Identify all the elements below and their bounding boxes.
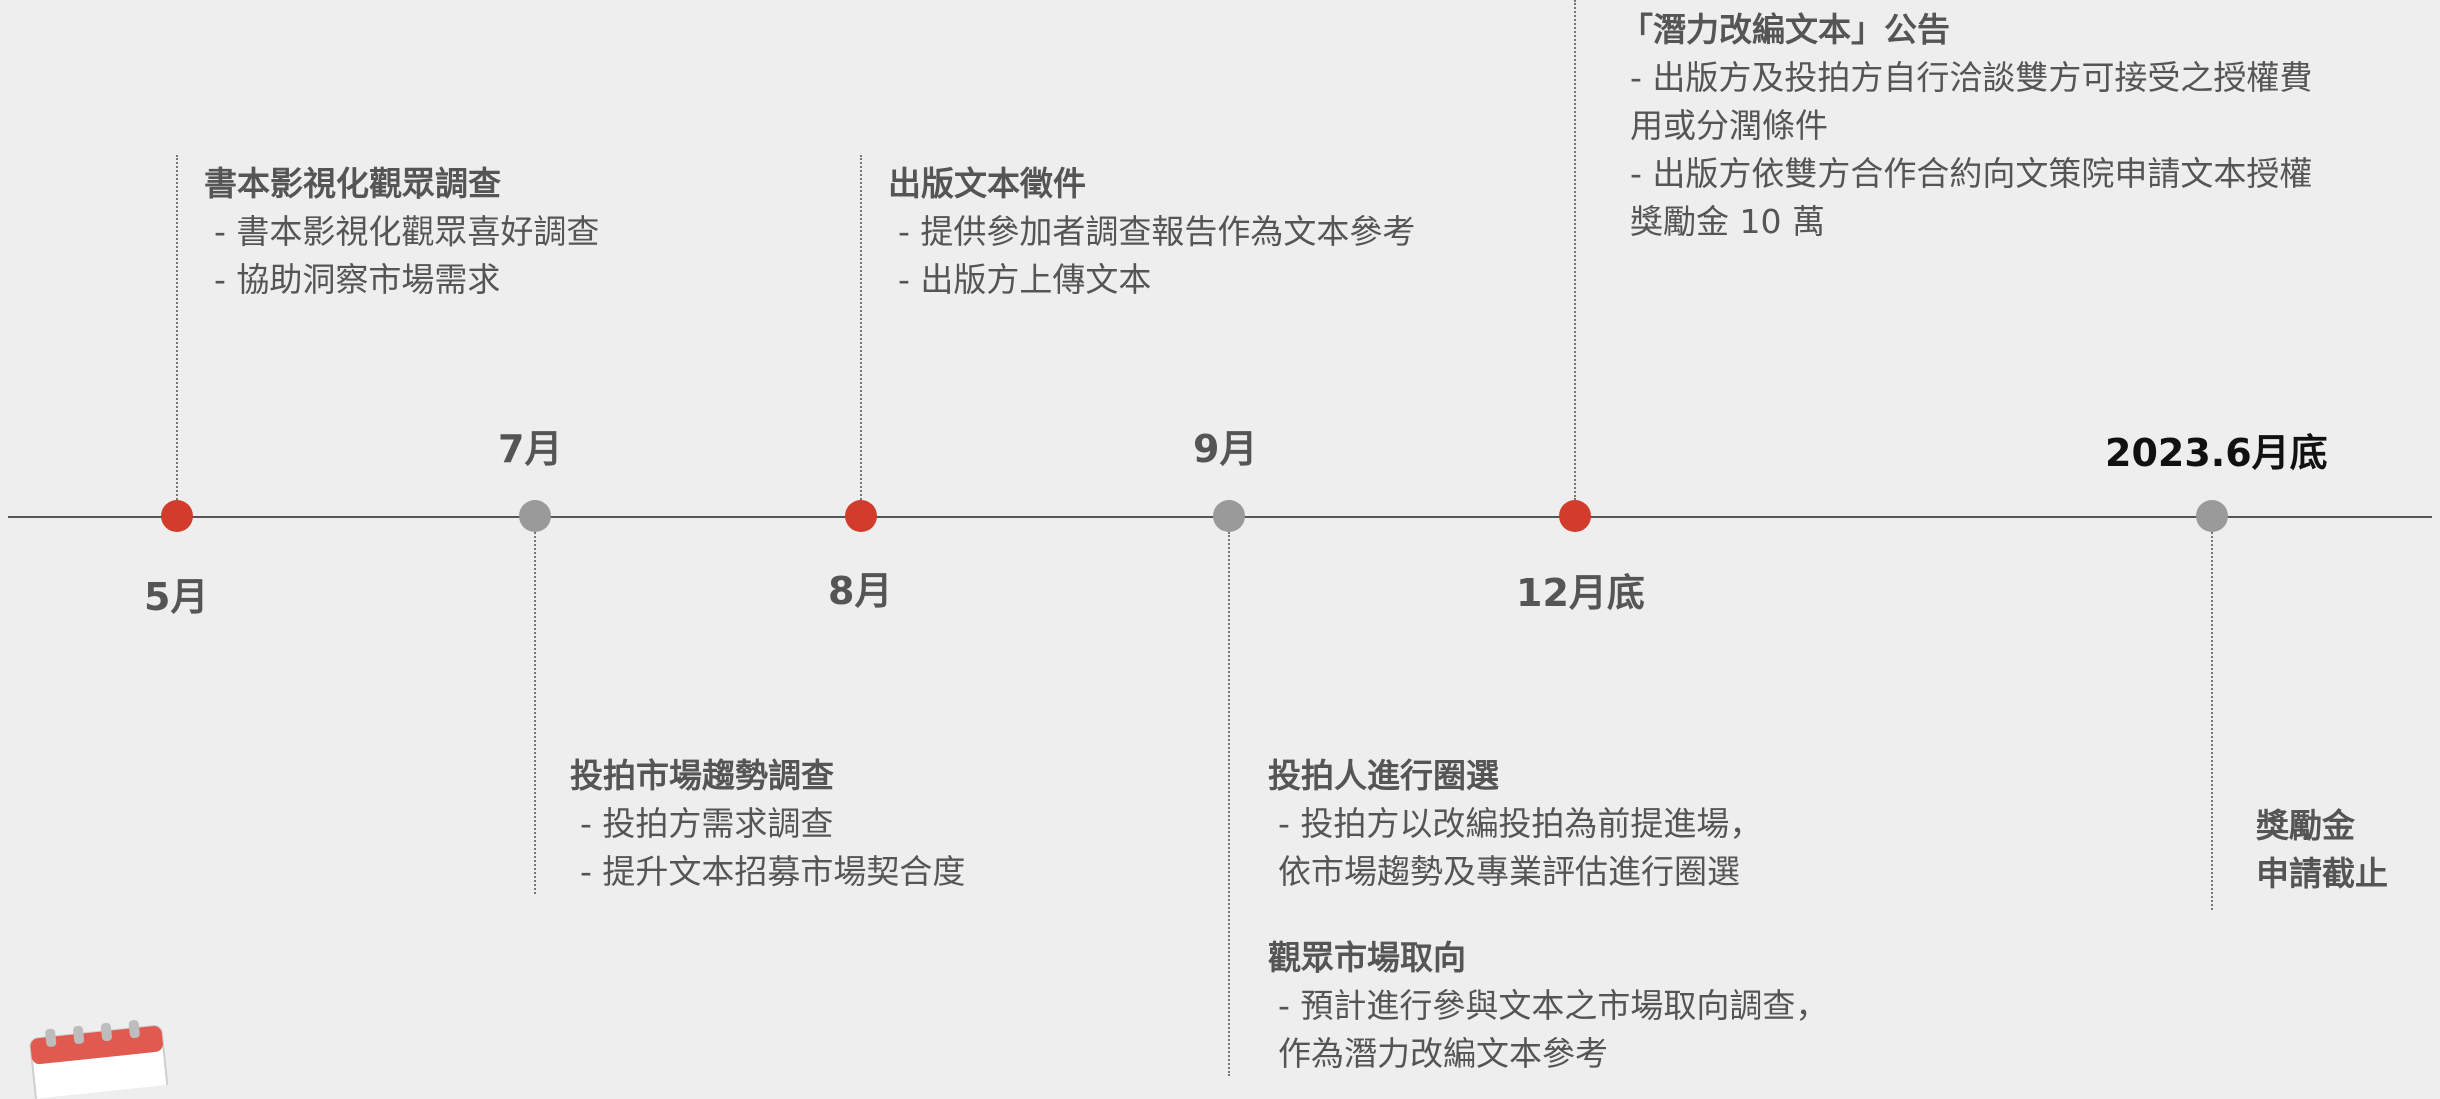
event-may: 書本影視化觀眾調查 - 書本影視化觀眾喜好調查 - 協助洞察市場需求 xyxy=(204,160,599,304)
event-title: 獎勵金 xyxy=(2256,806,2355,845)
event-title: 書本影視化觀眾調查 xyxy=(204,164,501,203)
connector-deadline xyxy=(2211,532,2213,910)
event-title: 出版文本徵件 xyxy=(888,164,1086,203)
marker-sep xyxy=(1213,500,1245,532)
event-dec: 「潛力改編文本」公告 - 出版方及投拍方自行洽談雙方可接受之授權費 用或分潤條件… xyxy=(1620,6,2312,246)
calendar-icon xyxy=(29,1019,169,1099)
connector-jul xyxy=(534,532,536,894)
event-item: - 提升文本招募市場契合度 xyxy=(580,852,966,891)
event-item: - 提供參加者調查報告作為文本參考 xyxy=(898,212,1416,251)
marker-aug xyxy=(845,500,877,532)
connector-may xyxy=(176,155,178,500)
month-label-sep: 9月 xyxy=(1193,427,1258,471)
event-deadline: 獎勵金 申請截止 xyxy=(2256,802,2388,898)
marker-may xyxy=(161,500,193,532)
connector-dec xyxy=(1574,0,1576,500)
marker-dec xyxy=(1559,500,1591,532)
event-title: 觀眾市場取向 xyxy=(1268,938,1466,977)
marker-deadline xyxy=(2196,500,2228,532)
event-item: - 協助洞察市場需求 xyxy=(214,260,501,299)
month-label-dec: 12月底 xyxy=(1516,571,1645,615)
event-item: - 預計進行參與文本之市場取向調查， xyxy=(1278,986,1829,1025)
month-label-aug: 8月 xyxy=(828,569,893,613)
event-item: - 書本影視化觀眾喜好調查 xyxy=(214,212,600,251)
connector-sep xyxy=(1228,532,1230,1076)
event-title: 申請截止 xyxy=(2256,854,2388,893)
month-label-may: 5月 xyxy=(144,575,209,619)
event-item: - 投拍方需求調查 xyxy=(580,804,834,843)
event-item-continued: 作為潛力改編文本參考 xyxy=(1278,1034,1608,1073)
event-item-continued: 獎勵金 10 萬 xyxy=(1630,202,1825,241)
event-item: - 出版方上傳文本 xyxy=(898,260,1152,299)
event-item: - 出版方依雙方合作合約向文策院申請文本授權 xyxy=(1630,154,2313,193)
event-jul: 投拍市場趨勢調查 - 投拍方需求調查 - 提升文本招募市場契合度 xyxy=(570,752,965,896)
connector-aug xyxy=(860,155,862,500)
month-label-deadline: 2023.6月底 xyxy=(2105,431,2328,475)
event-title: 投拍人進行圈選 xyxy=(1268,756,1499,795)
marker-jul xyxy=(519,500,551,532)
month-label-jul: 7月 xyxy=(498,427,563,471)
event-item: - 出版方及投拍方自行洽談雙方可接受之授權費 xyxy=(1630,58,2313,97)
event-sep: 投拍人進行圈選 - 投拍方以改編投拍為前提進場， 依市場趨勢及專業評估進行圈選 … xyxy=(1268,752,1828,1078)
event-title: 「潛力改編文本」公告 xyxy=(1620,10,1950,49)
event-item-continued: 依市場趨勢及專業評估進行圈選 xyxy=(1278,852,1740,891)
event-item: - 投拍方以改編投拍為前提進場， xyxy=(1278,804,1763,843)
event-title: 投拍市場趨勢調查 xyxy=(570,756,834,795)
event-block-audience: 觀眾市場取向 - 預計進行參與文本之市場取向調查， 作為潛力改編文本參考 xyxy=(1268,934,1828,1078)
event-block-selection: 投拍人進行圈選 - 投拍方以改編投拍為前提進場， 依市場趨勢及專業評估進行圈選 xyxy=(1268,752,1828,896)
event-item-continued: 用或分潤條件 xyxy=(1630,106,1828,145)
event-aug: 出版文本徵件 - 提供參加者調查報告作為文本參考 - 出版方上傳文本 xyxy=(888,160,1415,304)
